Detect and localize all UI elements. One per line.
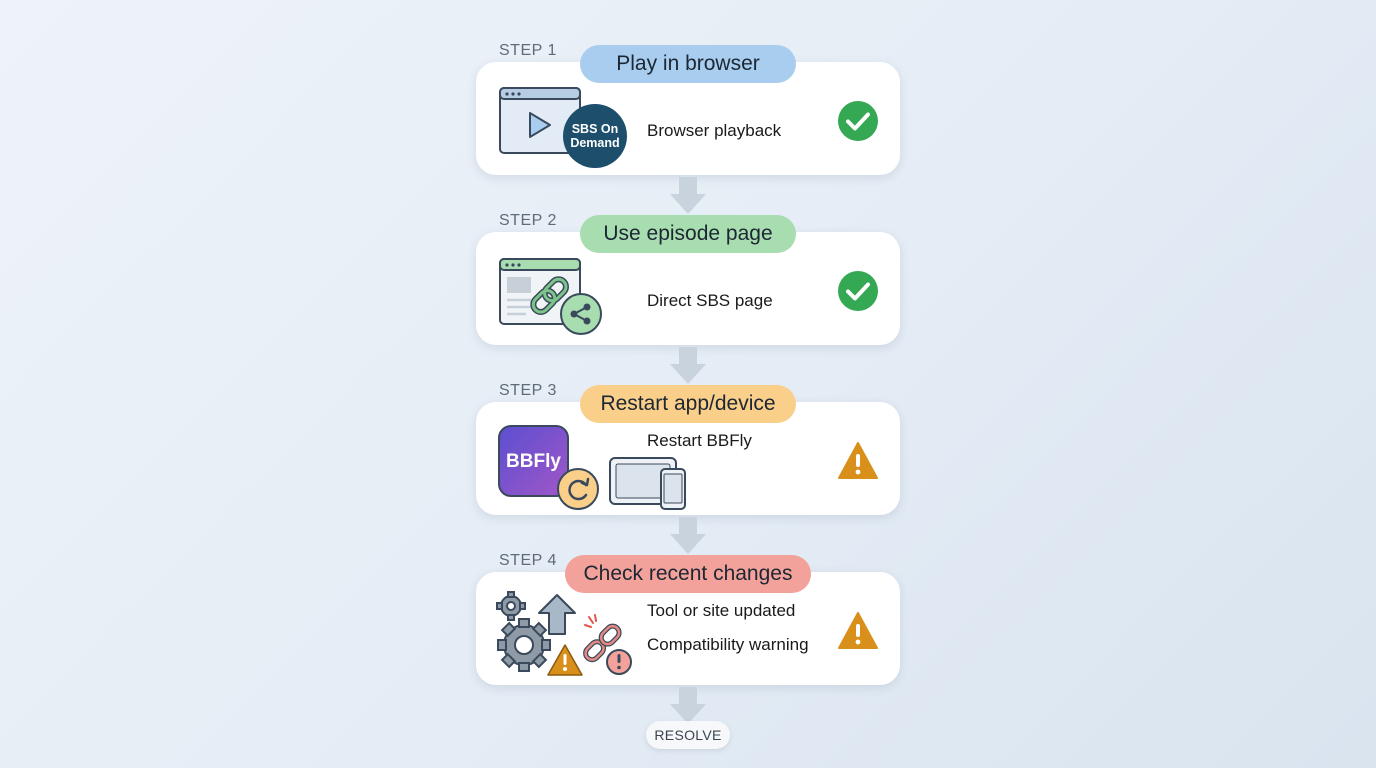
warning-icon [838,612,878,649]
svg-text:SBS On: SBS On [572,122,619,136]
warning-icon [547,644,583,676]
step-4-label: STEP 4 [499,552,557,569]
step-2-description: Direct SBS page [647,291,773,310]
flow-arrow-1 [670,177,706,214]
resolve-label: RESOLVE [654,727,722,743]
link-icon [530,276,569,315]
sbs-on-demand-badge-icon: SBS On Demand [563,104,627,168]
step-1: STEP 1 Play in browser SBS On Demand Bro… [476,42,900,212]
step-3-illustration: BBFly [498,425,686,510]
tablet-phone-icon [609,457,686,510]
bbfly-app-icon: BBFly [498,425,569,497]
flow-arrow-3 [670,517,706,554]
share-icon [560,293,602,335]
flow-arrow-4 [670,687,706,724]
step-2-title: Use episode page [580,215,796,253]
step-1-label: STEP 1 [499,42,557,59]
refresh-icon [557,468,599,510]
step-4-illustration [496,591,632,676]
step-1-title-text: Play in browser [616,52,760,75]
svg-text:BBFly: BBFly [506,451,561,472]
check-icon [838,101,878,141]
step-4-description-2: Compatibility warning [647,635,809,654]
check-icon [838,271,878,311]
step-3: STEP 3 Restart app/device BBFly Restart … [476,382,900,552]
step-4-title: Check recent changes [565,555,811,593]
step-3-description: Restart BBFly [647,431,752,450]
step-3-title-text: Restart app/device [600,392,776,415]
resolve-badge: RESOLVE [646,721,730,749]
error-icon [606,649,632,675]
step-2: STEP 2 Use episode page [476,212,900,382]
upload-arrow-icon [538,594,576,635]
svg-text:Demand: Demand [570,136,619,150]
step-4-title-text: Check recent changes [583,562,793,585]
gears-icon [496,591,551,672]
step-2-illustration [499,258,602,335]
step-3-title: Restart app/device [580,385,796,423]
step-4: STEP 4 Check recent changes [476,552,900,722]
browser-window-play-icon [499,87,581,154]
step-1-illustration: SBS On Demand [499,87,627,168]
step-2-label: STEP 2 [499,212,557,229]
step-2-title-text: Use episode page [603,222,773,245]
step-1-title: Play in browser [580,45,796,83]
step-4-description-1: Tool or site updated [647,601,796,620]
warning-icon [838,442,878,479]
step-1-description: Browser playback [647,121,782,140]
step-3-label: STEP 3 [499,382,557,399]
flow-arrow-2 [670,347,706,384]
broken-link-icon [583,614,622,663]
